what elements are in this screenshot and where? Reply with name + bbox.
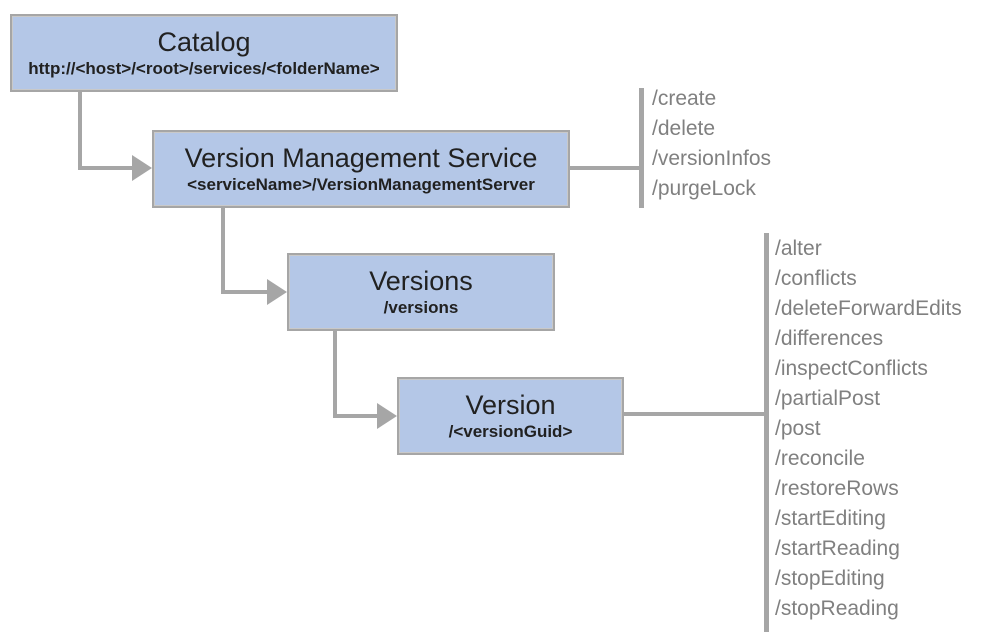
node-versions: Versions /versions	[287, 253, 555, 331]
operation-item: /inspectConflicts	[775, 357, 928, 380]
operation-item: /stopReading	[775, 597, 899, 620]
node-title: Version	[465, 389, 556, 420]
operations-bracket-vms	[639, 88, 644, 208]
connector-versions-to-version-vertical	[333, 331, 337, 418]
operation-item: /stopEditing	[775, 567, 885, 590]
connector-catalog-to-vms-horizontal	[78, 166, 132, 170]
connector-version-to-operations	[624, 412, 764, 416]
operation-item: /deleteForwardEdits	[775, 297, 962, 320]
connector-vms-to-versions-vertical	[221, 208, 225, 294]
node-subtitle: /versions	[383, 297, 459, 317]
operations-list-vms: /create /delete /versionInfos /purgeLock	[652, 84, 771, 204]
node-title: Versions	[369, 265, 473, 296]
operation-item: /reconcile	[775, 447, 865, 470]
operations-bracket-version	[764, 233, 769, 632]
operation-item: /purgeLock	[652, 177, 756, 200]
node-version-management-service: Version Management Service <serviceName>…	[152, 130, 570, 208]
operation-item: /differences	[775, 327, 884, 350]
operation-item: /versionInfos	[652, 147, 772, 170]
operations-list-version: /alter /conflicts /deleteForwardEdits /d…	[775, 234, 962, 624]
operation-item: /partialPost	[775, 387, 881, 410]
node-subtitle: http://<host>/<root>/services/<folderNam…	[28, 58, 380, 78]
operation-item: /post	[775, 417, 821, 440]
operation-item: /startEditing	[775, 507, 886, 530]
operation-item: /create	[652, 87, 717, 110]
arrowhead-right-icon	[132, 155, 152, 181]
node-title: Catalog	[157, 26, 251, 57]
connector-versions-to-version-horizontal	[333, 414, 377, 418]
connector-catalog-to-vms-vertical	[78, 92, 82, 168]
connector-vms-to-versions-horizontal	[221, 290, 267, 294]
operation-item: /startReading	[775, 537, 900, 560]
node-subtitle: <serviceName>/VersionManagementServer	[187, 174, 535, 194]
node-title: Version Management Service	[184, 142, 538, 173]
connector-vms-to-operations	[570, 166, 639, 170]
node-catalog: Catalog http://<host>/<root>/services/<f…	[10, 14, 398, 92]
operation-item: /restoreRows	[775, 477, 899, 500]
operation-item: /alter	[775, 237, 822, 260]
operation-item: /delete	[652, 117, 716, 140]
operation-item: /conflicts	[775, 267, 857, 290]
arrowhead-right-icon	[267, 279, 287, 305]
node-subtitle: /<versionGuid>	[448, 421, 573, 441]
node-version: Version /<versionGuid>	[397, 377, 624, 455]
arrowhead-right-icon	[377, 403, 397, 429]
